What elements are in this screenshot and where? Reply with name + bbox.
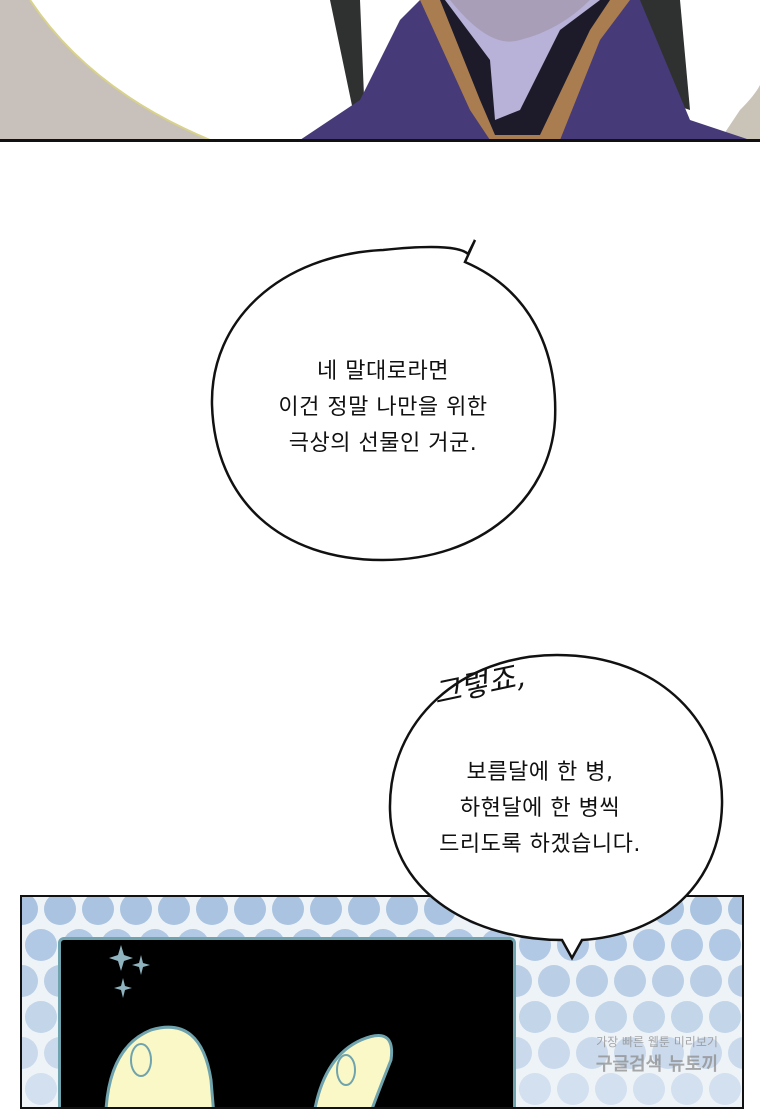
moon-left [106, 1027, 216, 1109]
bubble-2-text: 보름달에 한 병, 하현달에 한 병씩 드리도록 하겠습니다. [390, 755, 690, 863]
bubble-2-line: 보름달에 한 병, [390, 755, 690, 791]
pattern-dot [22, 897, 38, 925]
pattern-dot [272, 897, 304, 925]
bubble-1-text: 네 말대로라면 이건 정말 나만을 위한 극상의 선물인 거군. [233, 354, 533, 462]
bubble-1-line: 이건 정말 나만을 위한 [233, 390, 533, 426]
pattern-dot [633, 1073, 665, 1105]
pattern-dot [671, 1073, 703, 1105]
pattern-dot [22, 965, 38, 997]
pattern-dot [196, 897, 228, 925]
sparkle-icons [109, 945, 150, 998]
pattern-dot [709, 1073, 741, 1105]
pattern-dot [25, 1073, 57, 1105]
pattern-dot [22, 1037, 38, 1069]
top-panel-art [0, 0, 760, 144]
pattern-dot [158, 897, 190, 925]
watermark-line-1: 가장 빠른 웹툰 미리보기 [582, 1033, 732, 1050]
bubble-2-line: 하현달에 한 병씩 [390, 791, 690, 827]
pattern-dot [709, 1001, 741, 1033]
pattern-dot [82, 897, 114, 925]
pattern-dot [557, 1073, 589, 1105]
pattern-dot [595, 1001, 627, 1033]
pattern-dot [25, 929, 57, 961]
watermark-line-2: 구글검색 뉴토끼 [582, 1050, 732, 1076]
pattern-dot [44, 897, 76, 925]
pattern-dot [519, 1073, 551, 1105]
pattern-dot [595, 1073, 627, 1105]
pattern-dot [25, 1001, 57, 1033]
bubble-1-line: 극상의 선물인 거군. [233, 426, 533, 462]
pattern-dot [348, 897, 380, 925]
pattern-dot [120, 897, 152, 925]
bubble-2-line: 드리도록 하겠습니다. [390, 827, 690, 863]
pattern-dot [234, 897, 266, 925]
pattern-dot [633, 1001, 665, 1033]
pattern-dot [538, 1037, 570, 1069]
bubble-1-line: 네 말대로라면 [233, 354, 533, 390]
pattern-dot [671, 1001, 703, 1033]
pattern-dot [557, 1001, 589, 1033]
pattern-dot [310, 897, 342, 925]
moon-right [311, 1036, 392, 1109]
pattern-dot [519, 1001, 551, 1033]
